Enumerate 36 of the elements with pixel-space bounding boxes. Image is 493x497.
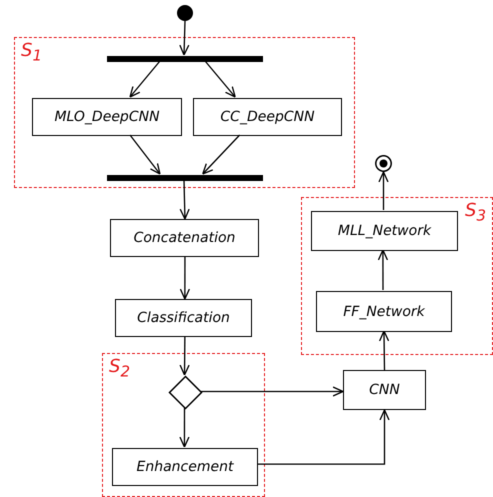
arrow <box>180 180 190 220</box>
dashed-region <box>301 197 493 355</box>
arrow <box>179 408 190 448</box>
process-box <box>110 219 259 257</box>
process-box <box>316 291 452 332</box>
process-box <box>193 98 342 136</box>
region-label: S$_{3}$ <box>465 200 486 225</box>
region-label: S$_{1}$ <box>21 40 42 65</box>
dashed-region <box>102 353 265 497</box>
process-box <box>32 98 182 136</box>
box-label: Enhancement <box>136 459 234 475</box>
box-label: Concatenation <box>134 230 236 246</box>
arrow <box>378 171 389 210</box>
box-label: MLL_Network <box>338 223 432 239</box>
box-label: CNN <box>369 382 400 398</box>
box-label: MLO_DeepCNN <box>54 109 160 125</box>
arrow <box>257 409 390 465</box>
region-label: S$_{2}$ <box>109 356 130 381</box>
process-box <box>343 370 426 410</box>
box-label: Classification <box>137 310 230 326</box>
arrow <box>378 249 388 290</box>
process-box <box>112 448 258 486</box>
dashed-region <box>14 37 355 188</box>
arrow <box>201 386 344 397</box>
box-label: FF_Network <box>343 304 425 320</box>
arrow <box>179 20 190 56</box>
arrow <box>129 134 161 175</box>
process-box <box>115 299 252 337</box>
arrow <box>378 330 390 370</box>
arrow <box>204 60 236 98</box>
process-box <box>311 211 458 251</box>
arrow <box>202 134 240 175</box>
arrow <box>180 257 190 300</box>
arrow <box>129 60 160 98</box>
box-label: CC_DeepCNN <box>220 109 315 125</box>
arrow <box>179 337 190 376</box>
